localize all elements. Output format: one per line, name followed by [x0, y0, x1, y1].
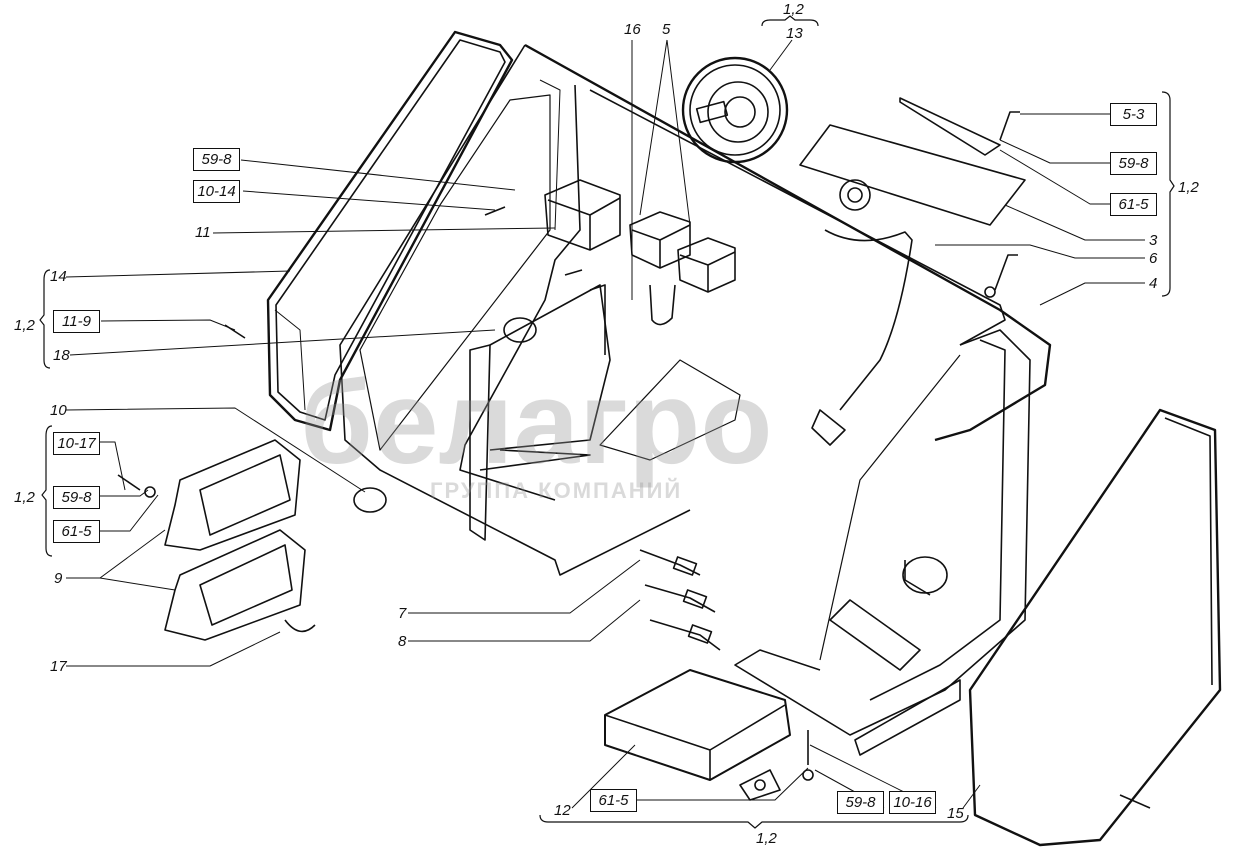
position-18: 18: [53, 347, 70, 364]
group-brackets: [39, 15, 1175, 829]
position-4: 4: [1149, 275, 1158, 292]
position-3: 3: [1149, 232, 1158, 249]
position-16: 16: [624, 21, 641, 38]
connector-blocks: [164, 439, 387, 641]
position-10: 10: [50, 402, 67, 419]
group-label: 1,2: [783, 1, 804, 18]
group-label: 1,2: [1178, 179, 1199, 196]
main-frame: [339, 43, 1052, 756]
position-5: 5: [662, 21, 671, 38]
callout-59-8: 59-8: [193, 148, 240, 171]
position-11: 11: [195, 224, 211, 241]
fuses: [639, 549, 721, 651]
position-9: 9: [54, 570, 63, 587]
position-15: 15: [947, 805, 964, 822]
watermark-subtitle: ГРУППА КОМПАНИЙ: [430, 478, 683, 503]
callout-10-14: 10-14: [193, 180, 240, 203]
watermark-brand: белагро: [300, 357, 773, 489]
position-12: 12: [554, 802, 571, 819]
callout-61-5: 61-5: [590, 789, 637, 812]
group-label: 1,2: [14, 489, 35, 506]
callout-61-5: 61-5: [1110, 193, 1157, 216]
group-label: 1,2: [756, 830, 777, 847]
relays: [544, 179, 736, 326]
position-13: 13: [786, 25, 803, 42]
callout-61-5: 61-5: [53, 520, 100, 543]
position-14: 14: [50, 268, 67, 285]
left-side-panel: [266, 30, 514, 432]
gauge: [681, 56, 789, 164]
position-8: 8: [398, 633, 407, 650]
position-17: 17: [50, 658, 67, 675]
callout-10-17: 10-17: [53, 432, 100, 455]
leader-lines: [65, 39, 1145, 809]
right-side-panel: [968, 408, 1222, 847]
callout-11-9: 11-9: [53, 310, 100, 333]
callout-59-8: 59-8: [53, 486, 100, 509]
callout-5-3: 5-3: [1110, 103, 1157, 126]
callout-10-16: 10-16: [889, 791, 936, 814]
cover-plate: [799, 97, 1026, 446]
callout-59-8: 59-8: [837, 791, 884, 814]
position-6: 6: [1149, 250, 1158, 267]
control-unit-box: [604, 669, 791, 801]
group-label: 1,2: [14, 317, 35, 334]
callout-59-8: 59-8: [1110, 152, 1157, 175]
bolts: [117, 111, 1151, 809]
position-7: 7: [398, 605, 407, 622]
